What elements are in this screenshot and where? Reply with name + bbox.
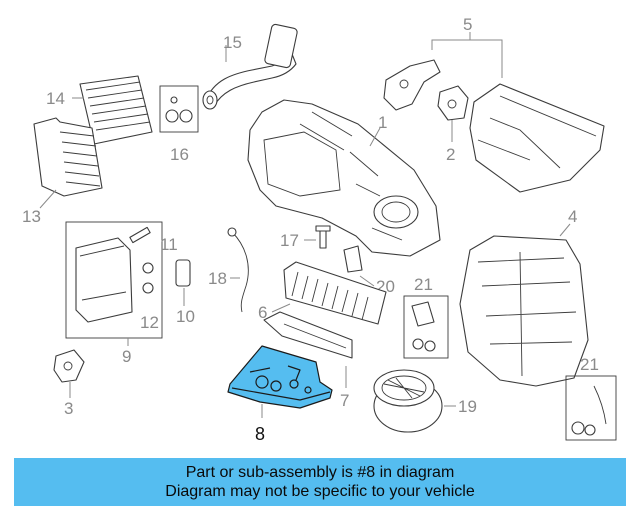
leader-4	[559, 223, 571, 237]
callout-9: 9	[122, 347, 131, 366]
callout-4: 4	[568, 207, 577, 226]
part-7-seal-strip	[263, 311, 353, 359]
part-9-pollen-box	[75, 237, 133, 323]
leader-6	[271, 303, 291, 313]
leader-1	[369, 127, 381, 147]
part-16-orings	[159, 85, 199, 133]
part-5-duct	[469, 83, 605, 193]
part-19-blower-motor	[373, 369, 443, 433]
part-3-bracket	[53, 349, 85, 383]
part-18-hose	[227, 227, 249, 313]
callout-13: 13	[22, 207, 41, 226]
banner-line-2: Diagram may not be specific to your vehi…	[165, 483, 475, 500]
callout-21-a: 21	[414, 275, 433, 294]
parts-diagram: 15 14 13 16 1 5	[22, 15, 617, 444]
part-13-evaporator	[33, 117, 103, 197]
part-11-bolt	[129, 226, 154, 274]
callout-12: 12	[140, 313, 159, 332]
callout-7: 7	[340, 391, 349, 410]
leader-13	[39, 189, 57, 209]
part-21-frame-b	[565, 375, 617, 441]
callout-15: 15	[223, 33, 242, 52]
part-21-hose-b	[571, 385, 607, 436]
callout-18: 18	[208, 269, 227, 288]
callout-5: 5	[463, 15, 472, 34]
part-4-lower-housing	[459, 235, 589, 387]
callout-3: 3	[64, 399, 73, 418]
callout-2: 2	[446, 145, 455, 164]
leader-20	[359, 275, 375, 287]
part-1-hvac-housing	[247, 99, 441, 257]
callout-16: 16	[170, 145, 189, 164]
part-12-washer	[142, 282, 154, 294]
part-9-frame	[65, 221, 163, 339]
callout-14: 14	[46, 89, 65, 108]
part-21-frame-a	[403, 295, 449, 359]
part-10-sensor	[175, 259, 191, 287]
callout-1: 1	[378, 113, 387, 132]
callout-6: 6	[258, 303, 267, 322]
part-2-actuator	[437, 85, 469, 121]
part-20-clip	[343, 245, 363, 273]
callout-19: 19	[458, 397, 477, 416]
part-21-actuator-a	[411, 301, 436, 352]
part-6-cabin-filter	[283, 261, 387, 325]
part-8-highlighted-cover	[227, 345, 333, 409]
banner-line-1: Part or sub-assembly is #8 in diagram	[185, 464, 455, 481]
callout-8: 8	[255, 424, 265, 444]
part-5-bracket	[383, 59, 441, 111]
callout-11: 11	[160, 235, 178, 254]
part-14-heater-core	[79, 75, 153, 145]
callout-21-b: 21	[580, 355, 599, 374]
info-banner: Part or sub-assembly is #8 in diagram Di…	[14, 458, 626, 506]
part-17-screw	[315, 225, 331, 249]
callout-10: 10	[176, 307, 195, 326]
callout-17: 17	[280, 231, 299, 250]
part-15-pipe	[202, 23, 298, 110]
leader-5	[431, 39, 503, 78]
